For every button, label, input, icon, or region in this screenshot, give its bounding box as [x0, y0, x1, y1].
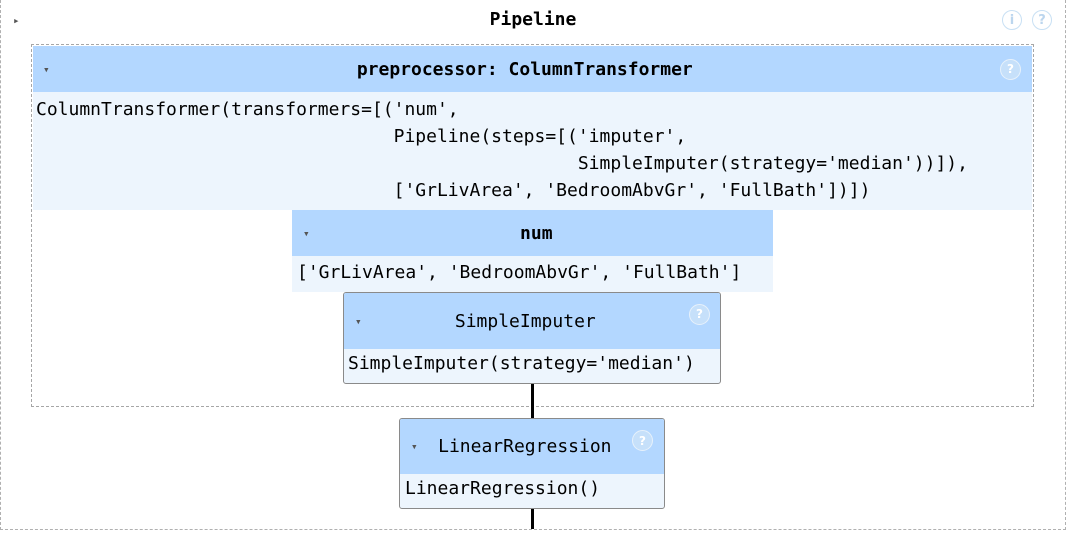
help-icon[interactable]: ? [1032, 10, 1052, 30]
preprocessor-header[interactable]: ▾ preprocessor: ColumnTransformer ? [33, 46, 1032, 92]
pipeline-expand-caret-icon[interactable]: ▸ [13, 14, 20, 27]
linear-regression-repr-text: LinearRegression() [405, 478, 601, 499]
num-title[interactable]: num [520, 222, 553, 244]
preprocessor-help-icon[interactable]: ? [1000, 58, 1021, 80]
linear-regression-header[interactable]: ▾ LinearRegression ? [400, 419, 664, 474]
simple-imputer-repr-text: SimpleImputer(strategy='median') [348, 353, 695, 374]
preprocessor-repr-text: ColumnTransformer(transformers=[('num', … [36, 99, 968, 201]
linear-regression-title[interactable]: LinearRegression [438, 436, 612, 457]
simple-imputer-header[interactable]: ▾ SimpleImputer ? [344, 293, 720, 349]
simple-imputer-caret-icon[interactable]: ▾ [355, 314, 362, 328]
preprocessor-repr-panel: ColumnTransformer(transformers=[('num', … [33, 92, 1032, 210]
connector-line-bottom [531, 509, 534, 529]
simple-imputer-box: ▾ SimpleImputer ? SimpleImputer(strategy… [343, 292, 721, 384]
connector-line [531, 384, 534, 418]
linear-regression-caret-icon[interactable]: ▾ [411, 440, 418, 453]
preprocessor-caret-icon[interactable]: ▾ [43, 62, 50, 76]
simple-imputer-title[interactable]: SimpleImputer [454, 310, 596, 332]
num-header[interactable]: ▾ num [292, 210, 773, 256]
info-icon[interactable]: i [1002, 10, 1022, 30]
linear-regression-help-icon[interactable]: ? [632, 430, 653, 451]
pipeline-title[interactable]: Pipeline [489, 9, 577, 30]
simple-imputer-help-icon[interactable]: ? [689, 303, 710, 325]
linear-regression-box: ▾ LinearRegression ? LinearRegression() [399, 418, 665, 509]
num-columns-panel: ['GrLivArea', 'BedroomAbvGr', 'FullBath'… [292, 256, 773, 292]
num-caret-icon[interactable]: ▾ [303, 226, 310, 240]
preprocessor-title[interactable]: preprocessor: ColumnTransformer [356, 58, 693, 80]
num-columns-text: ['GrLivArea', 'BedroomAbvGr', 'FullBath'… [297, 262, 742, 283]
